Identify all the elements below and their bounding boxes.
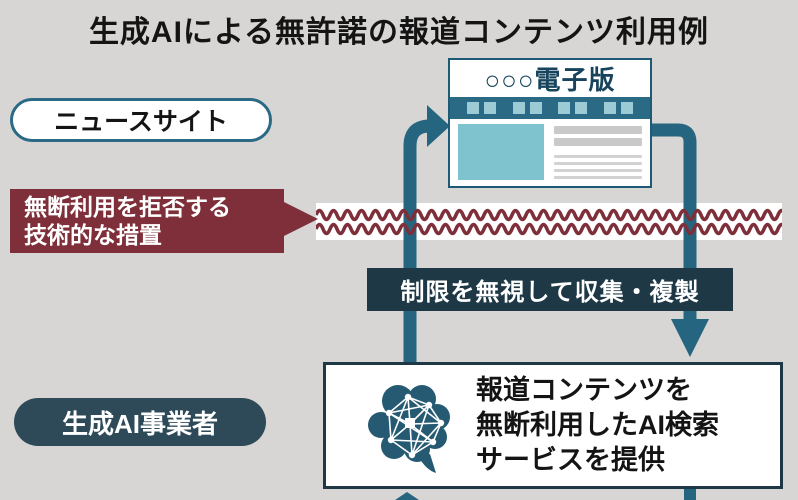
arrowhead-into-service-box xyxy=(671,319,709,357)
flow-line-down-cropped xyxy=(684,489,696,500)
arrowhead-up-cropped xyxy=(395,492,419,500)
ai-service-text: 報道コンテンツを 無断利用したAI検索 サービスを提供 xyxy=(476,373,719,478)
barrier-wavy-lines xyxy=(316,208,782,236)
newspaper-body xyxy=(450,119,650,186)
newspaper-text-placeholder xyxy=(554,124,642,180)
navbar-tile-pair xyxy=(466,102,496,114)
blocking-measure-line1: 無断利用を拒否する xyxy=(24,194,231,220)
newspaper-graphic: ○○○電子版 xyxy=(448,58,652,188)
ai-service-line3: サービスを提供 xyxy=(476,445,665,475)
navbar-tile-pair xyxy=(604,102,634,114)
ai-service-line2: 無断利用したAI検索 xyxy=(476,410,719,440)
ai-service-box: 報道コンテンツを 無断利用したAI検索 サービスを提供 xyxy=(323,362,783,489)
newspaper-masthead: ○○○電子版 xyxy=(484,66,616,95)
brain-network-icon xyxy=(368,384,450,473)
newspaper-navbar xyxy=(450,97,650,119)
news-site-label: ニュースサイト xyxy=(10,98,272,142)
collection-label-text: 制限を無視して収集・複製 xyxy=(400,279,700,306)
ai-operator-label: 生成AI事業者 xyxy=(14,398,266,446)
navbar-tile-pair xyxy=(558,102,588,114)
blocking-measure-line2: 技術的な措置 xyxy=(24,222,162,248)
arrowhead-into-newspaper xyxy=(427,105,450,147)
diagram-title: 生成AIによる無許諾の報道コンテンツ利用例 xyxy=(88,16,710,49)
newspaper-photo-placeholder xyxy=(458,124,544,180)
blocking-measure-banner: 無断利用を拒否する 技術的な措置 xyxy=(10,189,284,253)
ai-service-line1: 報道コンテンツを xyxy=(476,375,692,405)
navbar-tile-pair xyxy=(512,102,542,114)
news-site-label-text: ニュースサイト xyxy=(54,108,228,136)
collection-label: 制限を無視して収集・複製 xyxy=(367,268,733,311)
ai-operator-label-text: 生成AI事業者 xyxy=(61,408,218,439)
banner-arrow-tip xyxy=(284,202,318,236)
